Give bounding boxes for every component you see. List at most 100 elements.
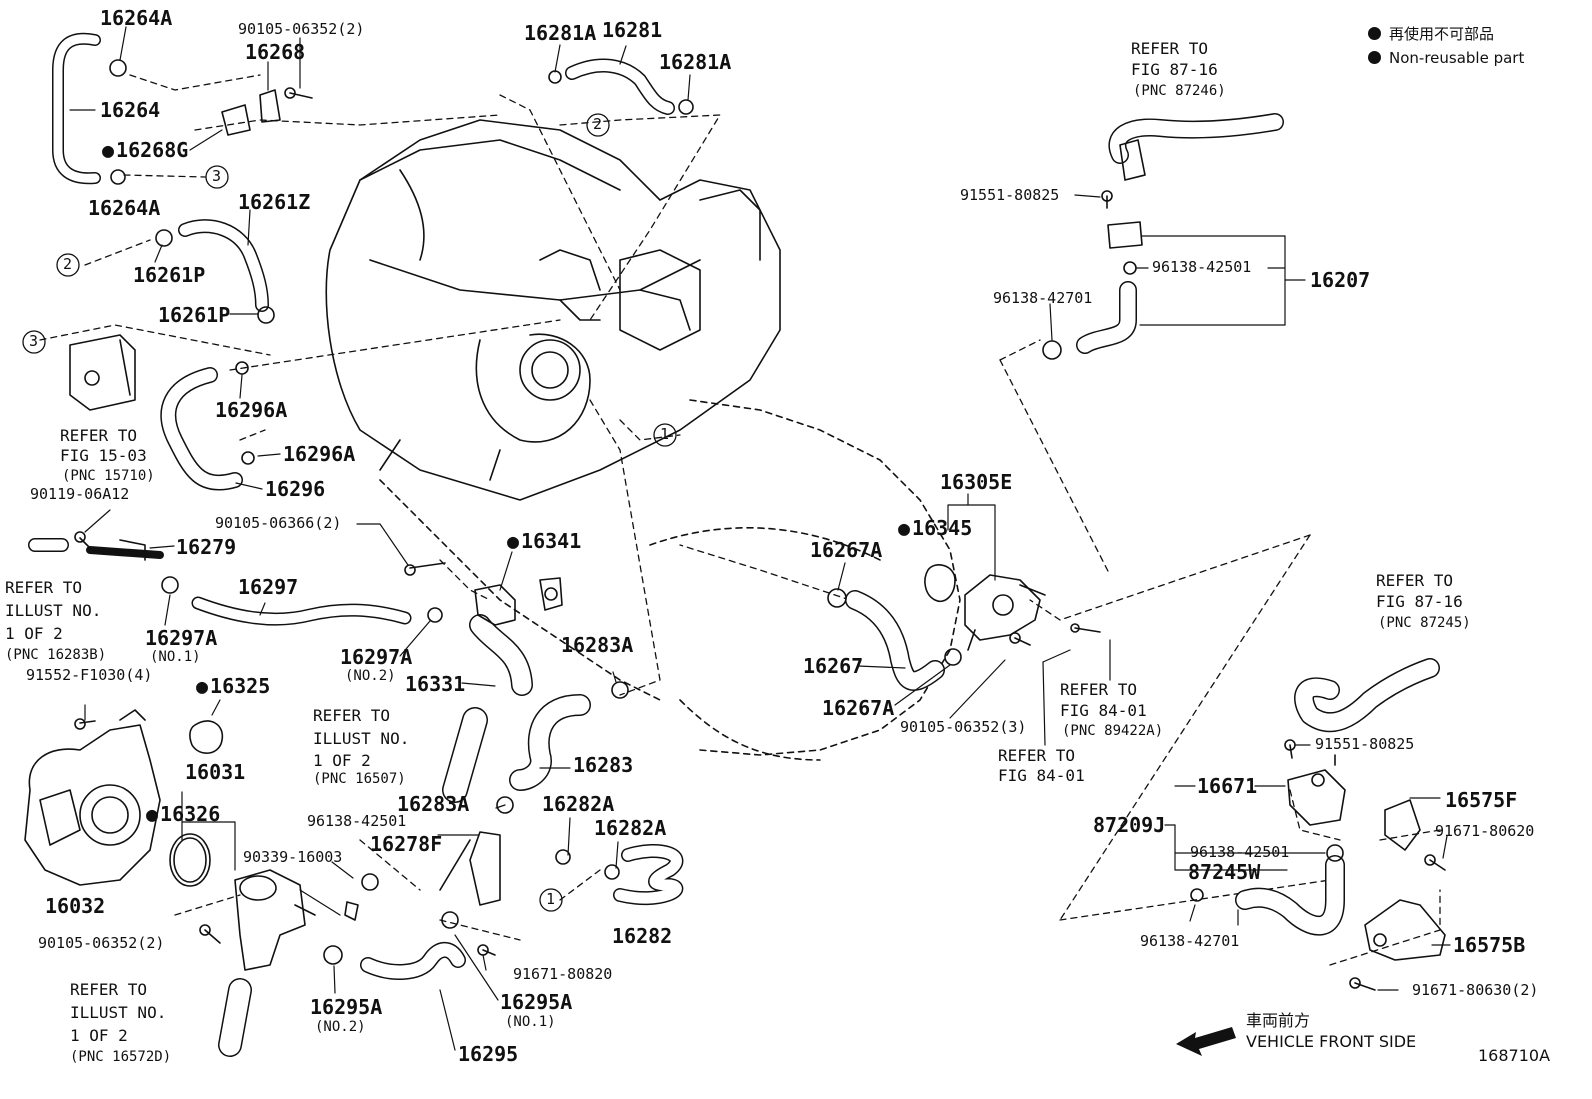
label-16297A-no2: 16297A bbox=[340, 645, 413, 669]
label-16264A-top: 16264A bbox=[100, 6, 173, 30]
phantom-lines bbox=[39, 74, 1441, 966]
label-16295A-no1-sub: (NO.1) bbox=[505, 1014, 556, 1030]
label-91551-80825-bottom: 91551-80825 bbox=[1315, 735, 1415, 753]
water-inlet-16031 bbox=[234, 869, 316, 971]
label-16267A-b: 16267A bbox=[822, 696, 895, 720]
bolts bbox=[74, 87, 1446, 991]
label-90339-16003: 90339-16003 bbox=[243, 848, 343, 866]
label-16297A-no1-sub: (NO.1) bbox=[150, 649, 201, 665]
label-16345: 16345 bbox=[898, 518, 972, 538]
callout-2-top: 2 bbox=[593, 115, 603, 133]
label-96138-42701-top: 96138-42701 bbox=[993, 289, 1093, 307]
hose-16264 bbox=[52, 32, 101, 185]
oil-cooler-15710 bbox=[69, 334, 136, 411]
hose-16297 bbox=[191, 596, 412, 626]
label-16295A-no1: 16295A bbox=[500, 990, 573, 1014]
ref-line: ILLUST NO. bbox=[313, 729, 410, 748]
transmission-outline bbox=[379, 399, 961, 761]
ref-line: (PNC 16283B) bbox=[5, 647, 107, 663]
ref-line: (PNC 89422A) bbox=[1062, 723, 1164, 739]
label-16297A-no2-sub: (NO.2) bbox=[345, 668, 396, 684]
gasket-16325 bbox=[189, 720, 224, 754]
ref-line: REFER TO bbox=[1376, 571, 1454, 590]
ref-line: 1 OF 2 bbox=[70, 1026, 128, 1045]
label-16261P-b: 16261P bbox=[158, 303, 231, 327]
label-16296A-b: 16296A bbox=[283, 442, 356, 466]
engine-block-outline bbox=[325, 119, 781, 501]
o-ring-16326 bbox=[169, 833, 211, 887]
label-90105-06366: 90105-06366(2) bbox=[215, 514, 342, 532]
pipe-16279 bbox=[86, 539, 164, 561]
label-16325: 16325 bbox=[196, 676, 270, 696]
leader-lines bbox=[69, 26, 1451, 1051]
label-96138-42501-bottom: 96138-42501 bbox=[1190, 843, 1290, 861]
label-16671: 16671 bbox=[1197, 774, 1258, 798]
label-16295: 16295 bbox=[458, 1042, 519, 1066]
label-16032: 16032 bbox=[45, 894, 106, 918]
hose-16282 bbox=[613, 843, 684, 906]
callout-2-left: 2 bbox=[63, 255, 73, 273]
label-16267: 16267 bbox=[803, 654, 864, 678]
ref-line: (PNC 87245) bbox=[1378, 615, 1471, 631]
label-16295A-no2: 16295A bbox=[310, 995, 383, 1019]
ref-line: 1 OF 2 bbox=[5, 624, 63, 643]
callout-3-left: 3 bbox=[29, 332, 39, 350]
label-16264: 16264 bbox=[100, 98, 161, 122]
label-90105-06352-2-bottom: 90105-06352(2) bbox=[38, 934, 165, 952]
callout-1-mid: 1 bbox=[660, 425, 670, 443]
hose-87246 bbox=[1108, 113, 1284, 164]
label-90105-06352-3: 90105-06352(3) bbox=[900, 718, 1027, 736]
label-87245W: 87245W bbox=[1188, 860, 1261, 884]
ref-line: REFER TO bbox=[60, 426, 138, 445]
water-pump-16032 bbox=[24, 709, 161, 886]
ref-line: (PNC 16572D) bbox=[70, 1049, 172, 1065]
bracket-16268 bbox=[221, 89, 281, 136]
label-16297A-no1: 16297A bbox=[145, 626, 218, 650]
ref-line: (PNC 16507) bbox=[313, 771, 406, 787]
hose-16295 bbox=[360, 941, 466, 980]
bracket-16575F bbox=[1384, 799, 1421, 851]
ref-line: ILLUST NO. bbox=[5, 601, 102, 620]
label-16268G: 16268G bbox=[102, 140, 188, 160]
label-16283A-a: 16283A bbox=[561, 633, 634, 657]
legend-en-text: Non-reusable part bbox=[1389, 49, 1525, 67]
hose-ref-16572D bbox=[218, 978, 252, 1057]
callout-circles bbox=[22, 113, 677, 912]
valve-16207 bbox=[1107, 139, 1146, 249]
front-direction-arrow bbox=[1176, 1027, 1236, 1056]
label-16283A-b: 16283A bbox=[397, 792, 470, 816]
label-16281A-b: 16281A bbox=[659, 50, 732, 74]
ref-line: 1 OF 2 bbox=[313, 751, 371, 770]
hose-16296 bbox=[160, 367, 243, 491]
ref-line: (PNC 15710) bbox=[62, 468, 155, 484]
legend-nonreusable-en: Non-reusable part bbox=[1368, 49, 1524, 67]
label-16296A-a: 16296A bbox=[215, 398, 288, 422]
label-16281A-a: 16281A bbox=[524, 21, 597, 45]
label-90119-06A12: 90119-06A12 bbox=[30, 485, 130, 503]
filled-dot-icon bbox=[1368, 27, 1381, 40]
label-16261P-a: 16261P bbox=[133, 263, 206, 287]
hose-16261Z bbox=[178, 219, 269, 312]
ref-line: FIG 84-01 bbox=[998, 766, 1085, 785]
label-91551-80825-top: 91551-80825 bbox=[960, 186, 1060, 204]
label-16295A-no2-sub: (NO.2) bbox=[315, 1019, 366, 1035]
label-16278F: 16278F bbox=[370, 832, 443, 856]
label-16575F: 16575F bbox=[1445, 788, 1518, 812]
ref-line: REFER TO bbox=[998, 746, 1076, 765]
direction-label-en: VEHICLE FRONT SIDE bbox=[1246, 1032, 1417, 1051]
ref-line: (PNC 87246) bbox=[1133, 83, 1226, 99]
ref-line: REFER TO bbox=[70, 980, 148, 999]
ref-line: FIG 87-16 bbox=[1376, 592, 1463, 611]
label-16207: 16207 bbox=[1310, 268, 1371, 292]
label-16305E: 16305E bbox=[940, 470, 1013, 494]
label-16326: 16326 bbox=[146, 804, 220, 824]
hose-87245W bbox=[1235, 855, 1345, 936]
ref-line: FIG 15-03 bbox=[60, 446, 147, 465]
ref-line: REFER TO bbox=[1060, 680, 1138, 699]
label-16296: 16296 bbox=[265, 477, 326, 501]
ref-line: REFER TO bbox=[313, 706, 391, 725]
callout-1-bottom: 1 bbox=[546, 890, 556, 908]
label-16282: 16282 bbox=[612, 924, 673, 948]
pipe-16278F bbox=[439, 831, 501, 906]
